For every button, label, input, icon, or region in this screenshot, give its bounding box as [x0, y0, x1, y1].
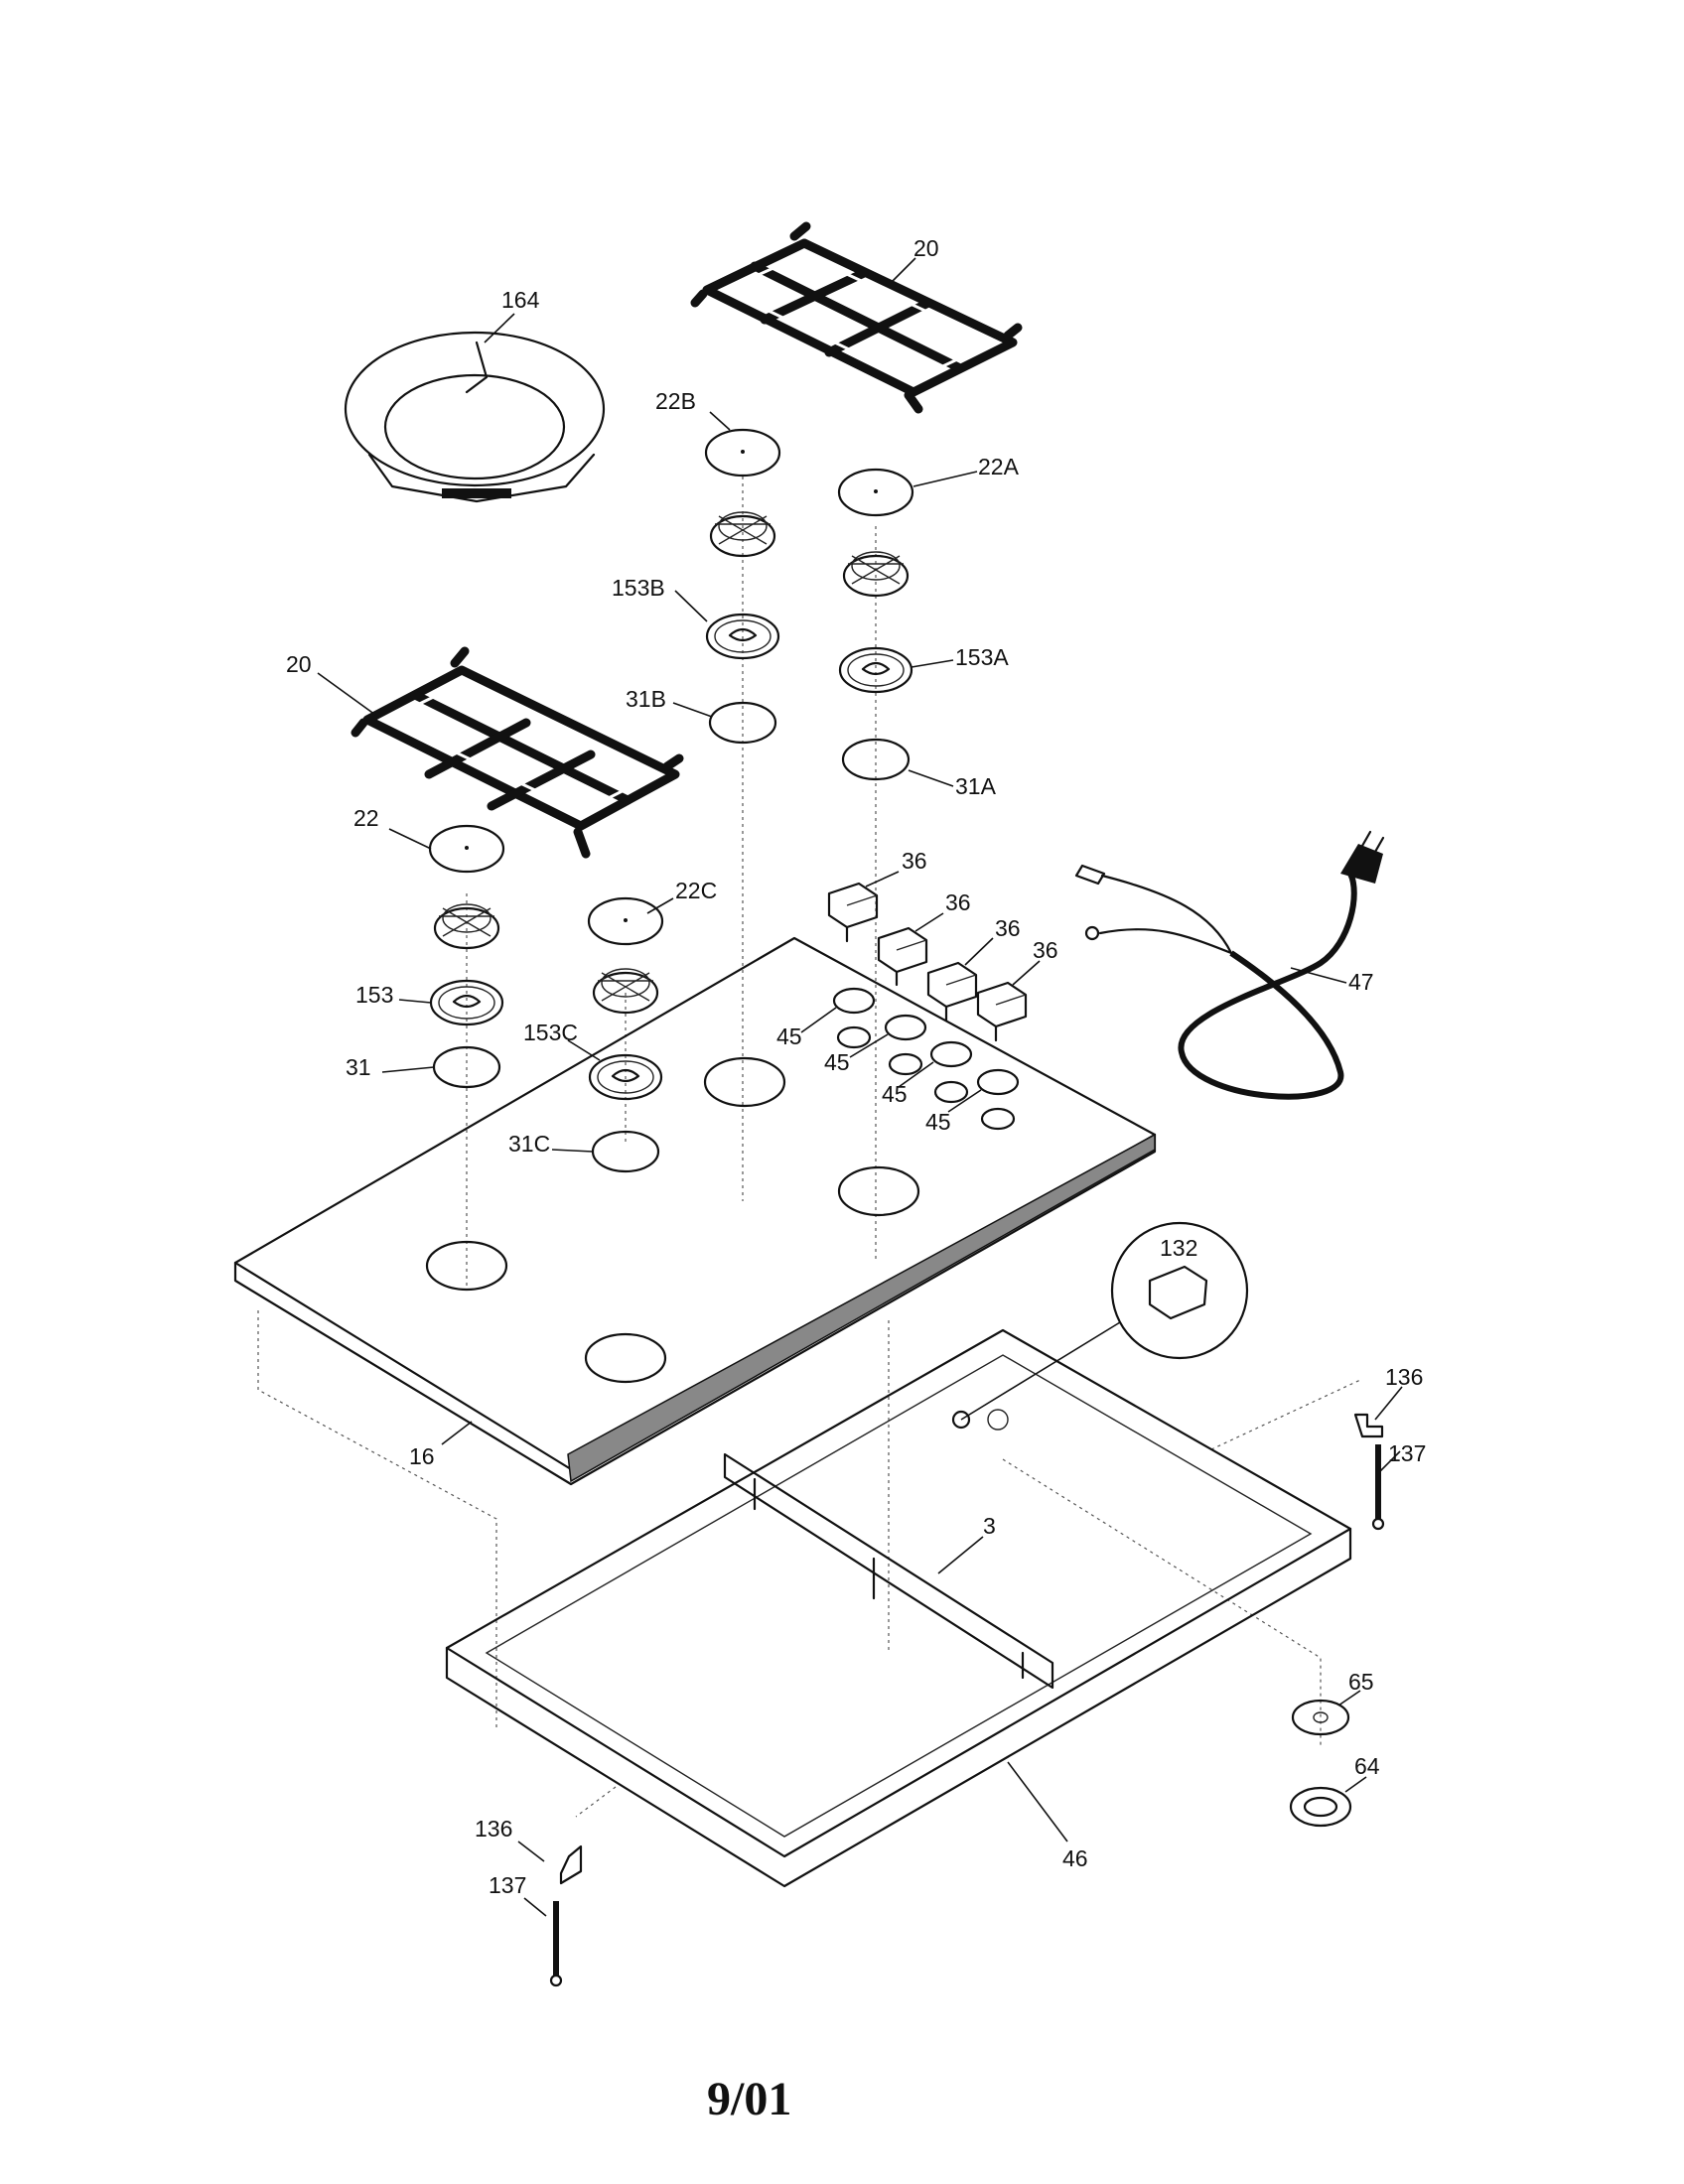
label-132: 132 — [1160, 1235, 1197, 1261]
label-137-left: 137 — [489, 1872, 526, 1898]
burner-box-46 — [445, 1328, 1352, 1888]
label-45-1: 45 — [776, 1024, 802, 1049]
label-20-top: 20 — [913, 235, 939, 261]
label-137-right: 137 — [1388, 1440, 1426, 1466]
burner-head-a — [842, 551, 910, 598]
burner-column-a — [837, 468, 914, 781]
label-22b: 22B — [655, 388, 696, 414]
label-3: 3 — [983, 1513, 996, 1539]
label-45-2: 45 — [824, 1049, 850, 1075]
label-65: 65 — [1348, 1669, 1374, 1695]
burner-head-b — [709, 511, 776, 558]
label-31b: 31B — [626, 686, 666, 712]
power-cord-47 — [1074, 830, 1385, 1100]
label-164: 164 — [501, 287, 540, 313]
knob-1 — [827, 882, 879, 943]
label-16: 16 — [409, 1443, 435, 1469]
burner-head-main — [433, 903, 500, 950]
label-36-4: 36 — [1033, 937, 1058, 963]
burner-column-c — [587, 896, 664, 1173]
cooktop-16 — [233, 936, 1157, 1486]
orifice-plates — [1289, 1699, 1352, 1828]
knob-bezels-45 — [832, 987, 1020, 1131]
knob-2 — [877, 926, 928, 987]
assembly-lines — [257, 477, 1361, 1818]
label-153c: 153C — [523, 1020, 578, 1045]
label-153b: 153B — [612, 575, 665, 601]
label-136-left: 136 — [475, 1816, 512, 1842]
part-labels: 164 20 22B 22A 153B 153A 31B 31A 20 22 2… — [286, 235, 1426, 1898]
label-46: 46 — [1062, 1845, 1088, 1871]
label-136-right: 136 — [1385, 1364, 1423, 1390]
label-45-3: 45 — [882, 1081, 908, 1107]
screws-137 — [549, 1444, 1385, 1987]
label-20-left: 20 — [286, 651, 312, 677]
label-45-4: 45 — [925, 1109, 951, 1135]
brackets-136 — [559, 1413, 1384, 1885]
label-47: 47 — [1348, 969, 1374, 995]
knob-3 — [926, 961, 978, 1023]
label-36-3: 36 — [995, 915, 1021, 941]
knob-4 — [976, 981, 1028, 1042]
burner-head-c — [592, 968, 659, 1015]
label-22c: 22C — [675, 878, 717, 903]
label-22: 22 — [353, 805, 379, 831]
leader-lines — [317, 257, 1403, 1917]
label-31: 31 — [346, 1054, 371, 1080]
label-153: 153 — [355, 982, 393, 1008]
detail-circle-132 — [960, 1221, 1249, 1421]
label-31c: 31C — [508, 1131, 550, 1157]
wok-ring-164 — [344, 331, 606, 503]
control-knobs-36 — [827, 882, 1028, 1042]
label-22a: 22A — [978, 454, 1020, 479]
burner-column-b — [704, 428, 781, 745]
date-code: 9/01 — [707, 2073, 791, 2125]
label-64: 64 — [1354, 1753, 1380, 1779]
label-31a: 31A — [955, 773, 997, 799]
grate-20-top — [690, 221, 1023, 414]
label-36-1: 36 — [902, 848, 927, 874]
label-153a: 153A — [955, 644, 1009, 670]
grate-20-left — [351, 646, 684, 859]
label-36-2: 36 — [945, 889, 971, 915]
